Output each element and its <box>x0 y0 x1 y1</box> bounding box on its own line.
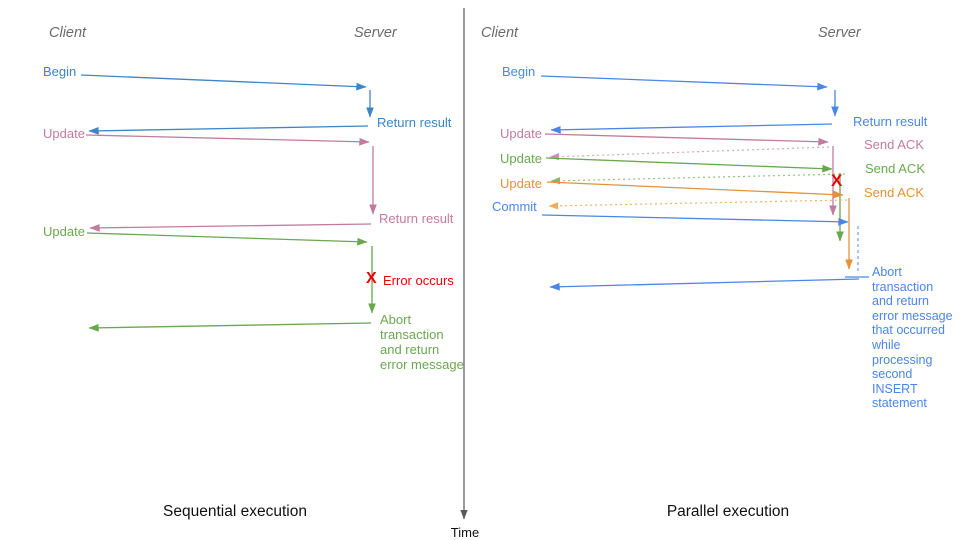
seq-abort-return-arrow <box>88 322 372 332</box>
par-update-2-label: Update <box>500 151 542 166</box>
seq-begin-request-arrow <box>80 74 374 118</box>
par-commit-label: Commit <box>492 199 537 214</box>
seq-return-result-2-arrow <box>89 223 372 232</box>
par-client-header: Client <box>481 25 519 41</box>
par-send-ack-1-dotted-arrow <box>549 146 830 161</box>
par-send-ack-3-label: Send ACK <box>864 185 924 200</box>
time-axis-label: Time <box>450 525 480 540</box>
seq-error-occurs-label: Error occurs <box>383 273 454 288</box>
par-send-ack-3-dotted-arrow <box>548 199 848 210</box>
seq-return-result-1-label: Return result <box>377 115 452 130</box>
par-abort-return-arrow <box>549 278 860 291</box>
seq-panel-title: Sequential execution <box>163 503 307 520</box>
par-error-x-icon: X <box>831 171 843 190</box>
par-update-1-label: Update <box>500 126 542 141</box>
seq-update-2-label: Update <box>43 224 85 239</box>
seq-server-header: Server <box>354 25 397 41</box>
par-update-2-request-arrow <box>545 157 833 173</box>
par-update-3-request-arrow <box>546 181 844 199</box>
par-return-result-label: Return result <box>853 114 928 129</box>
seq-error-x-icon: X <box>366 270 377 287</box>
seq-client-header: Client <box>49 25 87 41</box>
seq-return-result-2-label: Return result <box>379 211 454 226</box>
seq-abort-note: Abort transaction and return error messa… <box>380 312 464 372</box>
par-commit-request-arrow <box>541 214 849 226</box>
par-panel-title: Parallel execution <box>666 503 790 520</box>
par-begin-label: Begin <box>502 64 536 79</box>
par-abort-note: Abort transaction and return error messa… <box>872 265 953 411</box>
par-send-ack-1-label: Send ACK <box>864 137 924 152</box>
seq-begin-label: Begin <box>43 64 77 79</box>
seq-return-result-1-arrow <box>88 125 369 135</box>
par-server-header: Server <box>818 25 861 41</box>
seq-update-1-request-arrow <box>85 134 377 215</box>
seq-update-1-label: Update <box>43 126 85 141</box>
par-send-ack-2-label: Send ACK <box>865 161 925 176</box>
par-return-result-arrow <box>550 123 833 134</box>
par-update-3-label: Update <box>500 176 542 191</box>
par-begin-request-arrow <box>540 75 839 117</box>
par-update-1-request-arrow <box>544 133 829 146</box>
par-send-ack-2-dotted-arrow <box>550 173 846 185</box>
seq-update-2-request-arrow <box>86 232 376 314</box>
